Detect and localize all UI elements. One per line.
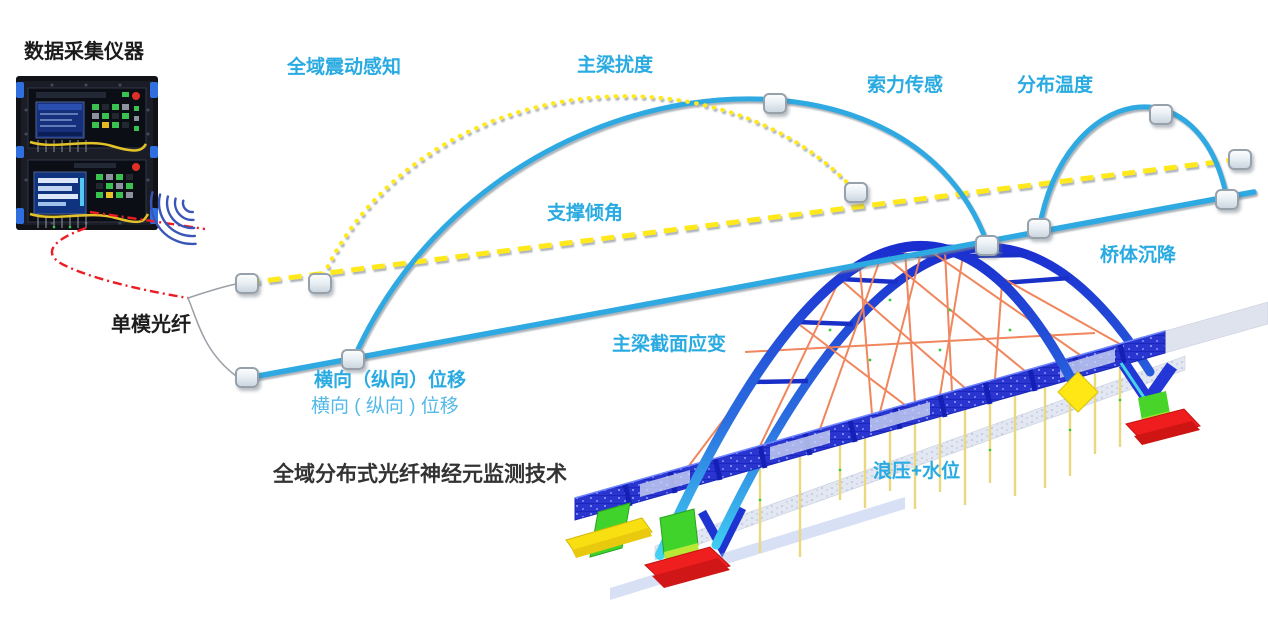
label-support-inclination: 支撑倾角	[547, 203, 624, 224]
sensor-node	[341, 349, 365, 370]
single-mode-fiber-label: 单模光纤	[111, 314, 191, 336]
label-bridge-settlement: 桥体沉降	[1100, 245, 1177, 266]
bridge-model	[565, 241, 1268, 600]
sensor-node	[763, 93, 787, 114]
label-girder-section-strain: 主梁截面应变	[612, 334, 727, 355]
vibration-dotted-arc	[317, 94, 859, 286]
label-global-vibration: 全域震动感知	[287, 57, 402, 78]
support-left-b	[644, 508, 731, 588]
label-lateral-displacement-1: 横向（纵向）位移	[314, 370, 467, 391]
sensor-node	[1149, 104, 1173, 125]
sensor-node	[235, 273, 259, 294]
cable-net	[687, 245, 1121, 468]
label-cable-force: 索力传感	[867, 75, 944, 96]
sensor-node	[1228, 149, 1252, 170]
hanger-ticks	[758, 398, 1122, 502]
sensor-node	[308, 273, 332, 294]
technology-caption: 全域分布式光纤神经元监测技术	[273, 463, 567, 486]
support-right-pier	[1119, 360, 1201, 445]
wifi-icon	[149, 191, 197, 246]
cable-ticks	[828, 298, 1012, 362]
sensor-node	[975, 235, 999, 256]
hanger-rods	[758, 367, 1122, 557]
band-v-notch	[698, 505, 747, 558]
sensor-node	[235, 367, 259, 388]
deck-panels	[640, 349, 1115, 497]
equipment-label: 数据采集仪器	[24, 41, 144, 63]
support-left-a	[565, 502, 653, 558]
label-wave-pressure-water-level: 浪压+水位	[873, 461, 961, 482]
temperature-arc	[1036, 104, 1230, 232]
sensor-node	[1027, 218, 1051, 239]
button-grid-2	[96, 174, 133, 198]
label-girder-deflection: 主梁扰度	[577, 55, 654, 76]
deck-edge-highlight	[574, 330, 1166, 499]
interrogator-unit-2	[27, 159, 150, 229]
data-acquisition-photo	[16, 76, 158, 230]
fiber-splitter-leads	[187, 283, 237, 377]
interrogator-unit-1	[27, 87, 148, 152]
deck-extension	[1164, 301, 1268, 354]
label-distributed-temperature: 分布温度	[1017, 75, 1094, 96]
label-lateral-displacement-2: 横向 ( 纵向 ) 位移	[311, 396, 459, 417]
settlement-line	[244, 189, 1257, 381]
button-grid-1	[92, 104, 139, 131]
arch-rib-front	[655, 241, 1082, 560]
sensor-node	[1215, 189, 1239, 210]
sensing-lines	[244, 94, 1257, 381]
sensor-node	[844, 182, 868, 203]
side-girder-band	[654, 355, 1186, 561]
bearing-diamond	[1057, 371, 1099, 413]
